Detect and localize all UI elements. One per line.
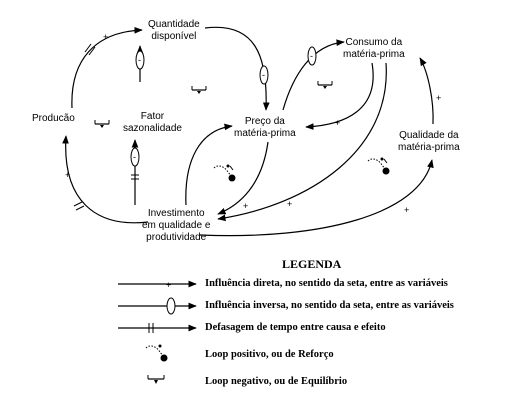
node-label: Quantidade bbox=[148, 19, 200, 30]
node-fator-sazonalidade: Fator sazonalidade bbox=[123, 111, 182, 135]
arrow-investimento-preco bbox=[185, 123, 233, 206]
legend-item-reinforcing: Loop positivo, ou de Reforço bbox=[205, 349, 334, 360]
inverse-marker bbox=[166, 297, 176, 315]
node-label: Preço da bbox=[244, 116, 285, 127]
arrow-qualidade-consumo bbox=[419, 57, 434, 125]
legend-title: LEGENDA bbox=[282, 257, 342, 271]
node-preco-materia-prima: Preço da matéria-prima bbox=[234, 116, 296, 140]
node-label: Producão bbox=[32, 113, 75, 124]
node-label: Consumo da bbox=[345, 37, 403, 48]
plus-sign: + bbox=[404, 205, 409, 215]
minus-sign: - bbox=[310, 51, 313, 61]
plus-sign: + bbox=[65, 170, 70, 180]
inverse-marker bbox=[307, 46, 317, 66]
delay-mark bbox=[84, 43, 92, 53]
node-label: Investimento bbox=[147, 208, 205, 219]
arrow-consumo-investimento bbox=[217, 62, 387, 222]
plus-sign: + bbox=[436, 93, 441, 103]
node-investimento: Investimento em qualidade e produtividad… bbox=[142, 208, 210, 244]
node-label: Fator bbox=[140, 111, 165, 122]
legend-item-balancing: Loop negativo, ou de Equilíbrio bbox=[205, 376, 348, 387]
reinforcing-loop-icon bbox=[213, 164, 236, 182]
node-label: sazonalidade bbox=[123, 123, 182, 134]
inverse-marker bbox=[259, 65, 269, 85]
node-qualidade-materia-prima: Qualidade da matéria-prima bbox=[398, 130, 460, 154]
arrow-investimento-qualidade bbox=[199, 159, 434, 237]
plus-sign: + bbox=[287, 199, 292, 209]
plus-sign: + bbox=[166, 280, 171, 290]
legend-item-inverse: Influência inversa, no sentido da seta, … bbox=[205, 300, 454, 311]
plus-sign: + bbox=[103, 32, 108, 42]
arrow-preco-investimento bbox=[217, 141, 269, 215]
plus-sign: + bbox=[243, 201, 248, 211]
arrow-producao-quantidade bbox=[71, 26, 143, 109]
node-producao: Producão bbox=[32, 113, 75, 125]
minus-sign: - bbox=[262, 70, 265, 80]
node-label: em qualidade e bbox=[142, 220, 211, 231]
minus-sign: - bbox=[133, 152, 136, 162]
arrow-preco-consumo bbox=[282, 39, 345, 111]
plus-sign: + bbox=[335, 118, 340, 128]
balancing-loop-icon bbox=[317, 81, 333, 89]
node-consumo-materia-prima: Consumo da matéria-prima bbox=[343, 37, 405, 61]
delay-mark bbox=[88, 46, 96, 56]
inverse-marker bbox=[130, 147, 140, 167]
legend-balancing-icon bbox=[147, 375, 165, 384]
node-label: matéria-prima bbox=[343, 49, 405, 60]
node-label: disponível bbox=[151, 31, 197, 42]
legend-item-direct: Influência direta, no sentido da seta, e… bbox=[205, 278, 448, 289]
balancing-loop-icon bbox=[94, 120, 110, 128]
delay-mark bbox=[73, 201, 83, 207]
node-label: produtividade bbox=[146, 232, 207, 243]
arrow-consumo-preco bbox=[305, 62, 374, 130]
arrow-investimento-producao bbox=[62, 135, 149, 224]
inverse-marker bbox=[135, 50, 145, 70]
node-label: matéria-prima bbox=[234, 128, 296, 139]
legend-reinforcing-icon bbox=[145, 344, 168, 362]
node-quantidade-disponivel: Quantidade disponível bbox=[148, 19, 200, 43]
balancing-loop-icon bbox=[191, 86, 207, 94]
minus-sign: - bbox=[138, 55, 141, 65]
legend-item-delay: Defasagem de tempo entre causa e efeito bbox=[205, 322, 386, 333]
node-label: matéria-prima bbox=[398, 142, 460, 153]
arrow-quantidade-preco bbox=[204, 26, 270, 111]
reinforcing-loop-icon bbox=[367, 157, 390, 175]
node-label: Qualidade da bbox=[399, 130, 459, 141]
delay-mark bbox=[75, 205, 85, 211]
